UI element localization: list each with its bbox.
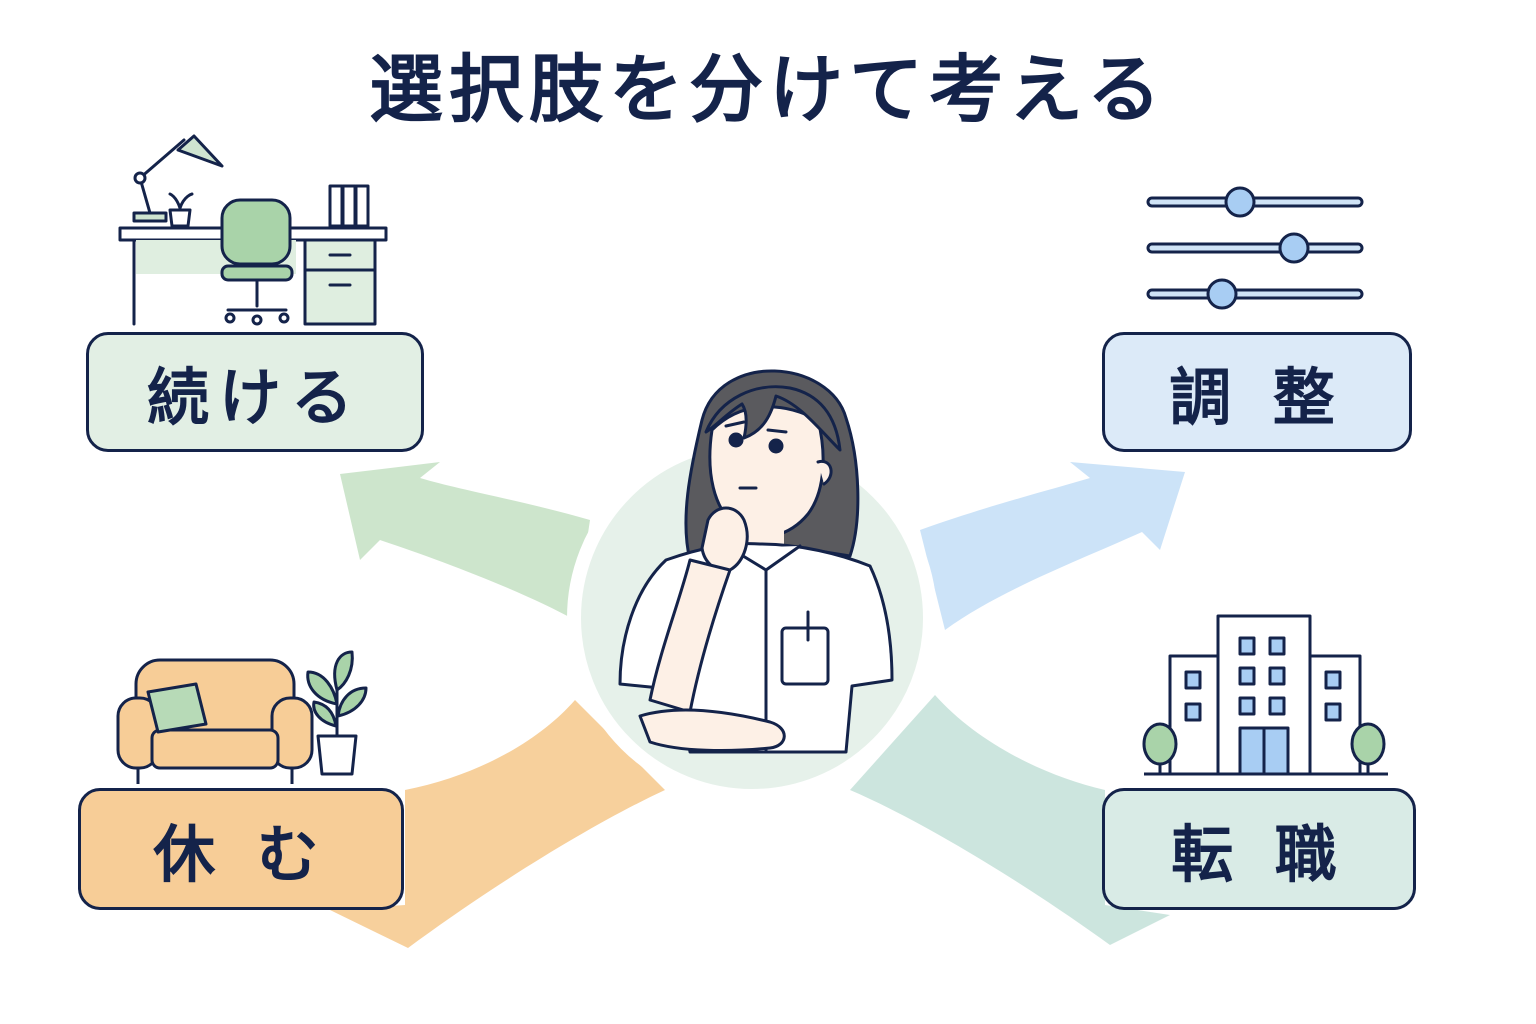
option-rest-label: 休 む [153,818,329,891]
option-change-label: 転 職 [1171,818,1347,891]
desk-office-icon [118,134,388,326]
building-icon [1142,614,1388,776]
arrow-adjust [920,462,1185,630]
option-rest-box: 休 む [78,788,404,910]
option-change-box: 転 職 [1102,788,1416,910]
option-adjust-label: 調 整 [1169,361,1345,434]
sliders-icon [1146,186,1364,310]
sofa-plant-icon [116,650,368,784]
page-title: 選択肢を分けて考える [369,47,1167,133]
arrow-change [850,695,1170,945]
thinking-nurse-icon [618,369,894,754]
option-adjust-box: 調 整 [1102,332,1412,452]
arrow-continue [340,462,590,620]
option-continue-label: 続ける [146,361,363,434]
arrow-rest [330,700,665,948]
option-continue-box: 続ける [86,332,424,452]
